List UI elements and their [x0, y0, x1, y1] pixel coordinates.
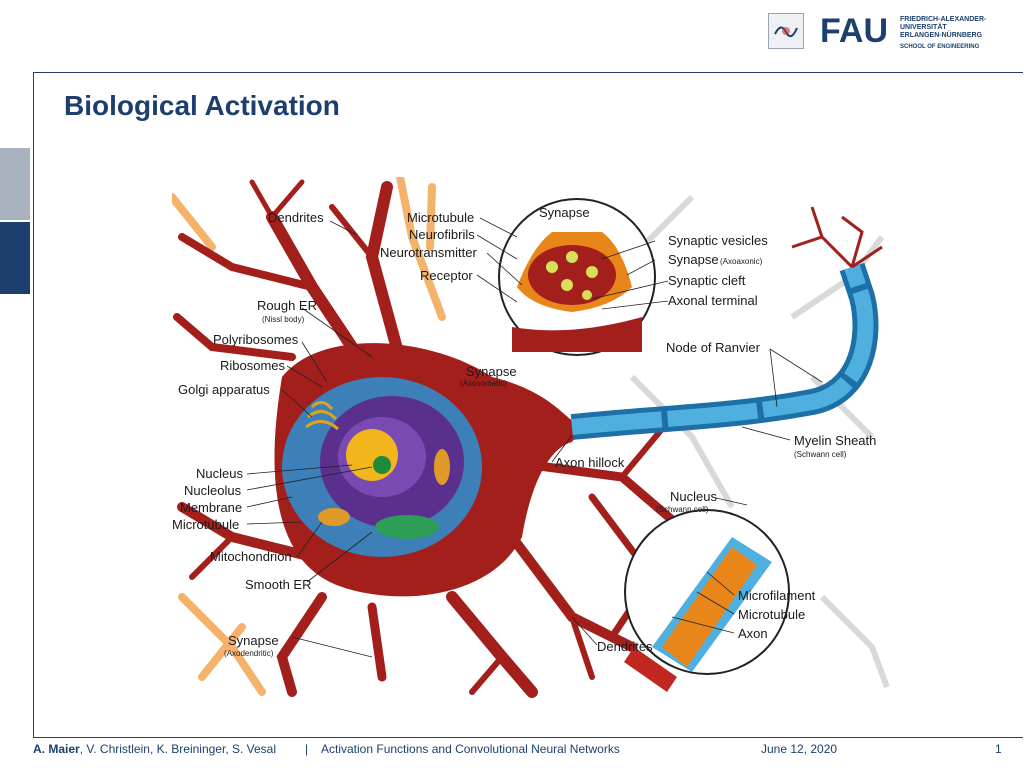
- university-name: FRIEDRICH-ALEXANDER- UNIVERSITÄT ERLANGE…: [900, 16, 986, 40]
- label-synapse-axodendritic: Synapse: [228, 633, 279, 648]
- label-microtubule-inset: Microtubule: [738, 607, 805, 622]
- side-tab-light: [0, 148, 30, 220]
- label-synaptic-cleft: Synaptic cleft: [668, 273, 746, 288]
- diagram-labels: Dendrites Microtubule Neurofibrils Neuro…: [172, 205, 876, 658]
- fau-logo: FAU: [820, 12, 896, 50]
- label-microtubule-left: Microtubule: [172, 517, 239, 532]
- university-line-2: UNIVERSITÄT: [900, 24, 947, 31]
- university-line-1: FRIEDRICH-ALEXANDER-: [900, 16, 987, 23]
- label-synapse-axodendritic-sub: (Axodendritic): [224, 649, 274, 658]
- label-leaders: [246, 217, 823, 658]
- label-mitochondrion: Mitochondrion: [210, 549, 292, 564]
- label-axonal-terminal: Axonal terminal: [668, 293, 758, 308]
- label-synapse-axoaxonic-sub: (Axoaxonic): [720, 257, 763, 266]
- label-receptor: Receptor: [420, 268, 473, 283]
- slide-title: Biological Activation: [64, 90, 340, 121]
- smooth-er-shape: [375, 515, 439, 539]
- label-synaptic-vesicles: Synaptic vesicles: [668, 233, 768, 248]
- label-node-of-ranvier: Node of Ranvier: [666, 340, 761, 355]
- neuron-diagram: Dendrites Microtubule Neurofibrils Neuro…: [168, 173, 890, 704]
- label-myelin-sheath: Myelin Sheath: [794, 433, 876, 448]
- footer-authors-rest: , V. Christlein, K. Breininger, S. Vesal: [79, 742, 277, 756]
- label-membrane: Membrane: [180, 500, 242, 515]
- nucleolus-shape: [373, 456, 391, 474]
- myelin-inset: [624, 509, 790, 692]
- fau-logo-word: FAU: [820, 13, 888, 45]
- axon-terminal: [791, 206, 883, 269]
- label-nucleus-schwann: Nucleus: [670, 489, 717, 504]
- footer-author-main: A. Maier: [33, 742, 80, 756]
- school-name: SCHOOL OF ENGINEERING: [900, 44, 980, 50]
- slide-footer: A. Maier, V. Christlein, K. Breininger, …: [33, 742, 1003, 756]
- label-neurofibrils: Neurofibrils: [409, 227, 475, 242]
- footer-date: June 12, 2020: [761, 742, 838, 756]
- label-rough-er-sub: (Nissl body): [262, 315, 305, 324]
- label-microfilament: Microfilament: [738, 588, 816, 603]
- mitochondrion-shape: [318, 508, 350, 526]
- footer-course: Activation Functions and Convolutional N…: [321, 742, 620, 756]
- synapse-inset: [498, 198, 656, 356]
- slide-frame: [33, 72, 1023, 738]
- label-smooth-er: Smooth ER: [245, 577, 311, 592]
- label-golgi: Golgi apparatus: [178, 382, 270, 397]
- label-synapse-inset: Synapse: [539, 205, 590, 220]
- side-tab-dark: [0, 222, 30, 294]
- label-microtubule: Microtubule: [407, 210, 474, 225]
- label-nucleolus: Nucleolus: [184, 483, 242, 498]
- label-dendrites-bottom: Dendrites: [597, 639, 653, 654]
- orange-dendrites: [168, 173, 446, 696]
- nucleus-core: [346, 429, 398, 481]
- label-dendrites-top: Dendrites: [268, 210, 324, 225]
- label-ribosomes: Ribosomes: [220, 358, 286, 373]
- label-synapse-axosomatic: Synapse: [466, 364, 517, 379]
- label-neurotransmitter: Neurotransmitter: [380, 245, 477, 260]
- mitochondrion-shape-2: [434, 449, 450, 485]
- footer-separator: |: [305, 742, 309, 756]
- label-nucleus-schwann-sub: (Schwann cell): [656, 505, 709, 514]
- footer-page-number: 1: [995, 742, 1002, 756]
- footer-authors: A. Maier, V. Christlein, K. Breininger, …: [33, 742, 276, 756]
- institute-logo: [768, 13, 804, 49]
- label-nucleus: Nucleus: [196, 466, 243, 481]
- label-polyribosomes: Polyribosomes: [213, 332, 299, 347]
- label-rough-er: Rough ER: [257, 298, 317, 313]
- label-synapse-axoaxonic: Synapse: [668, 252, 719, 267]
- label-axon: Axon: [738, 626, 768, 641]
- university-line-3: ERLANGEN-NÜRNBERG: [900, 32, 983, 39]
- label-axon-hillock: Axon hillock: [555, 455, 625, 470]
- label-myelin-sheath-sub: (Schwann cell): [794, 450, 847, 459]
- axon: [570, 262, 879, 440]
- label-synapse-axosomatic-sub: (Axosomatic): [460, 379, 507, 388]
